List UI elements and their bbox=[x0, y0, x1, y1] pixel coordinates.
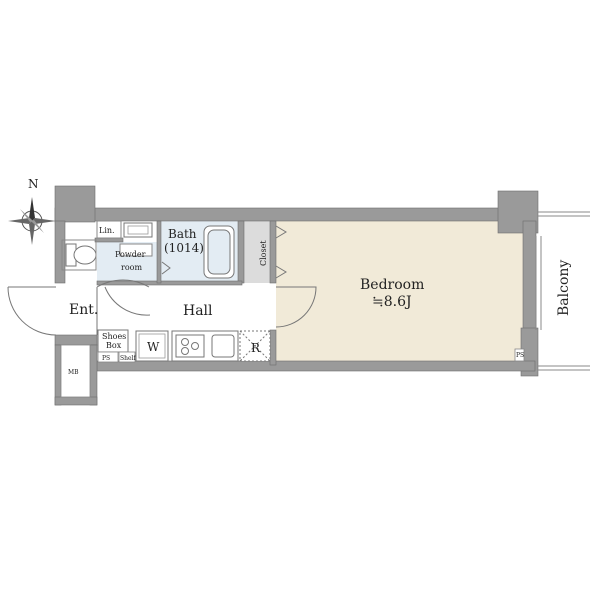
pipe-space-left bbox=[97, 351, 119, 363]
small-shelf-label: Shelf bbox=[120, 355, 136, 362]
washer-label: W bbox=[147, 340, 160, 354]
vanity-sink bbox=[119, 243, 153, 257]
bedroom-label: Bedroom bbox=[360, 277, 424, 293]
shoes-box-label-2: Box bbox=[106, 341, 122, 350]
pipe-space-right bbox=[514, 348, 525, 362]
walls bbox=[54, 185, 539, 406]
bedroom-floor bbox=[276, 221, 523, 362]
closet-fill bbox=[244, 221, 270, 283]
fridge-label: R bbox=[251, 341, 261, 355]
ps-left-label: PS bbox=[102, 355, 110, 362]
bath-size-label: (1014) bbox=[164, 241, 204, 255]
shoes-box-label-1: Shoes bbox=[102, 332, 126, 341]
powder-door bbox=[96, 279, 151, 316]
entrance-label: Ent. bbox=[69, 302, 98, 318]
compass-north-label: N bbox=[28, 177, 39, 191]
ps-right-label: PS bbox=[516, 352, 524, 359]
washer-space bbox=[135, 330, 169, 362]
powder-room-label-1: Powder bbox=[115, 250, 146, 259]
closet-label: Closet bbox=[259, 240, 268, 266]
bedroom-door bbox=[275, 286, 317, 328]
bathtub-icon bbox=[203, 225, 235, 279]
entrance-door bbox=[7, 286, 57, 336]
balcony-label: Balcony bbox=[556, 260, 572, 316]
refrigerator-space bbox=[239, 330, 271, 362]
meter-box-label: MB bbox=[68, 369, 79, 376]
hall-label: Hall bbox=[183, 303, 213, 319]
balcony-outline bbox=[535, 211, 590, 371]
powder-room-label-2: room bbox=[121, 263, 142, 272]
meter-box bbox=[60, 344, 91, 398]
toilet-room-outline bbox=[61, 239, 97, 271]
linen-label: Lin. bbox=[99, 226, 115, 235]
small-shelf bbox=[118, 351, 136, 363]
shelf bbox=[123, 222, 153, 238]
compass-icon: N bbox=[8, 177, 56, 245]
linen-closet bbox=[96, 220, 122, 239]
bath-label: Bath bbox=[168, 227, 197, 241]
closet-door-markers bbox=[275, 225, 287, 279]
bedroom-size-label: ≒8.6J bbox=[372, 294, 412, 310]
toilet-icon bbox=[65, 243, 97, 267]
kitchen-counter bbox=[171, 330, 239, 362]
bath-door-marker bbox=[161, 261, 171, 275]
